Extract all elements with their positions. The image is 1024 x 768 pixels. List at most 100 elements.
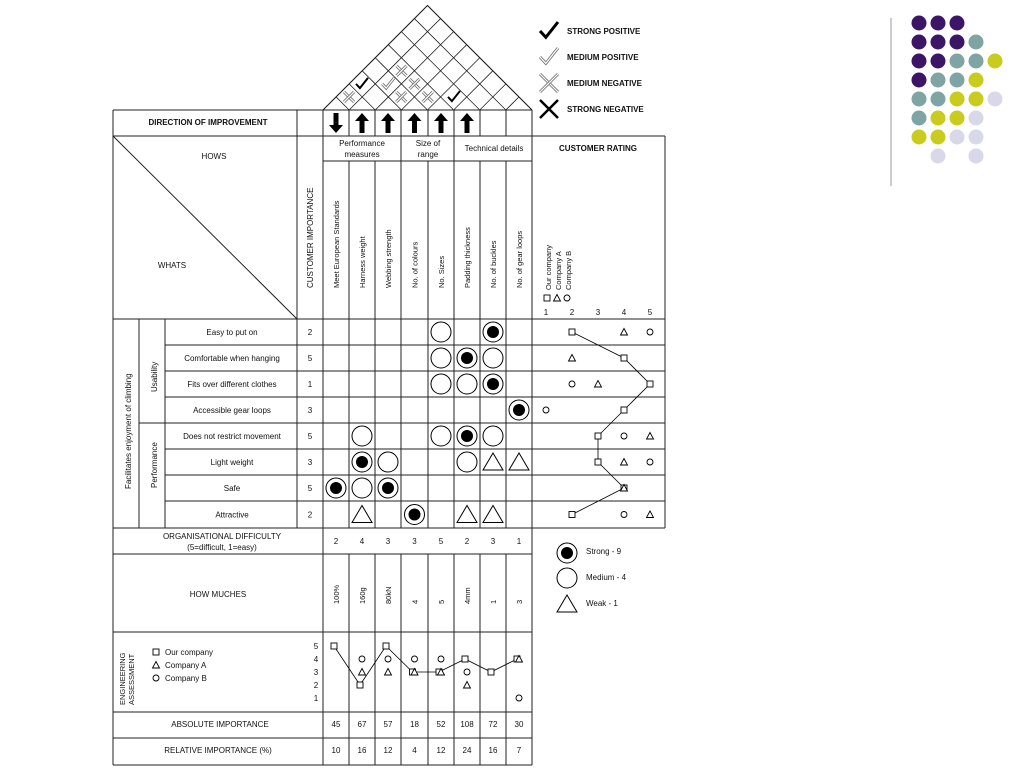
absolute-importance-value: 30 bbox=[515, 720, 524, 729]
company-b-rating-point bbox=[646, 458, 654, 466]
engineering-scale-number: 1 bbox=[314, 694, 319, 703]
medium-negative-label: MEDIUM NEGATIVE bbox=[567, 79, 643, 88]
engineering-scale-number: 3 bbox=[314, 668, 319, 677]
customer-importance-value: 5 bbox=[308, 432, 313, 441]
how-label: No. Sizes bbox=[437, 256, 446, 288]
engineering-legend-our-symbol bbox=[152, 648, 160, 656]
dot bbox=[949, 110, 965, 126]
arrow-up-icon bbox=[460, 113, 474, 133]
roof-medium-negative-icon bbox=[408, 77, 421, 90]
group-size-line1: Size of bbox=[416, 139, 441, 148]
strong-relationship-symbol-core bbox=[487, 326, 499, 338]
engineering-scale-number: 4 bbox=[314, 655, 319, 664]
dot bbox=[968, 148, 984, 164]
engineering-b-point bbox=[384, 655, 392, 663]
strong-negative-icon bbox=[539, 99, 559, 119]
how-label: Meet European Standards bbox=[332, 200, 341, 288]
dot bbox=[930, 15, 946, 31]
engineering-b-point bbox=[463, 668, 471, 676]
company-a-rating-point bbox=[593, 379, 603, 388]
subcategory-performance: Performance bbox=[150, 442, 159, 488]
how-much-value: 3 bbox=[515, 600, 524, 604]
group-size-line2: range bbox=[418, 150, 439, 159]
medium-positive-icon bbox=[538, 47, 560, 66]
arrow-up-icon bbox=[381, 113, 395, 133]
strong-relationship-symbol-core bbox=[382, 482, 394, 494]
org-difficulty-value: 3 bbox=[412, 537, 417, 546]
rating-legend-our: Our company bbox=[544, 245, 553, 290]
engineering-our-point bbox=[461, 655, 469, 663]
dot bbox=[930, 129, 946, 145]
org-difficulty-value: 4 bbox=[360, 537, 365, 546]
medium-positive-stroke bbox=[538, 47, 560, 66]
how-much-value: 5 bbox=[437, 600, 446, 604]
rating-legend-a-symbol bbox=[552, 293, 562, 302]
rating-legend-b-symbol bbox=[563, 294, 571, 302]
engineering-a-point bbox=[357, 667, 367, 676]
rating-scale-number: 3 bbox=[596, 308, 601, 317]
rating-scale-number: 2 bbox=[570, 308, 575, 317]
medium-symbol bbox=[556, 567, 578, 589]
dot bbox=[911, 110, 927, 126]
roof-lattice bbox=[453, 70, 494, 111]
absolute-importance-value: 45 bbox=[332, 720, 341, 729]
how-muches-label: HOW MUCHES bbox=[190, 590, 246, 599]
roof-medium-negative-icon bbox=[342, 90, 356, 103]
company-a-rating-point bbox=[645, 510, 655, 518]
rating-scale-number: 5 bbox=[648, 308, 653, 317]
matrix-grid bbox=[112, 109, 666, 766]
roof-lattice bbox=[505, 96, 520, 111]
company-a-rating-point bbox=[567, 353, 577, 362]
org-difficulty-value: 5 bbox=[439, 537, 444, 546]
engineering-b-point bbox=[411, 655, 418, 663]
company-b-rating-point bbox=[620, 511, 628, 518]
engineering-b-point bbox=[515, 694, 523, 702]
relationship-legend: Strong - 9 Medium - 4 Weak - 1 bbox=[556, 542, 627, 613]
engineering-b-point bbox=[437, 655, 445, 663]
how-label: No. of colours bbox=[411, 241, 420, 288]
dot bbox=[968, 34, 984, 50]
engineering-scale-number: 2 bbox=[314, 681, 319, 690]
engineering-legend-a-symbol bbox=[151, 660, 161, 669]
group-technical-label: Technical details bbox=[465, 144, 524, 153]
strong-positive-icon bbox=[538, 21, 560, 40]
medium-relationship-symbol bbox=[456, 373, 478, 395]
org-difficulty-value: 3 bbox=[386, 537, 391, 546]
weak-relationship-symbol bbox=[482, 504, 504, 523]
medium-relationship-symbol bbox=[430, 347, 452, 369]
engineering-our-line bbox=[333, 645, 518, 686]
how-label: No. of buckles bbox=[489, 240, 498, 288]
strong-relationship-symbol-core bbox=[461, 430, 473, 442]
how-label: Harness weight bbox=[358, 235, 367, 288]
company-a-rating-point bbox=[619, 483, 629, 492]
dot bbox=[930, 72, 946, 88]
what-label: Accessible gear loops bbox=[193, 406, 271, 415]
roof-lattice bbox=[427, 5, 533, 111]
relative-importance-value: 7 bbox=[517, 746, 522, 755]
dot bbox=[911, 15, 927, 31]
relative-importance-value: 16 bbox=[358, 746, 367, 755]
our-company-rating-line bbox=[571, 331, 651, 515]
medium-relationship-symbol bbox=[351, 425, 373, 447]
org-difficulty-label-2: (5=difficult, 1=easy) bbox=[187, 543, 257, 552]
dot bbox=[930, 148, 946, 164]
company-a-rating-point bbox=[619, 327, 629, 336]
dot bbox=[987, 53, 1003, 69]
engineering-b-point bbox=[358, 655, 366, 663]
engineering-a-point bbox=[410, 667, 419, 676]
roof-lattice bbox=[401, 44, 467, 111]
weak-relationship-symbol bbox=[456, 504, 478, 523]
roof-strong-positive-icon bbox=[447, 90, 461, 103]
engineering-label-2: ASSESSMENT bbox=[127, 653, 136, 705]
our-company-rating-point bbox=[568, 328, 576, 336]
check-mark bbox=[538, 21, 560, 40]
roof-lattice bbox=[348, 18, 441, 111]
customer-importance-value: 3 bbox=[308, 458, 313, 467]
org-difficulty-value: 3 bbox=[491, 537, 496, 546]
medium-positive-core bbox=[381, 77, 395, 89]
engineering-scale-number: 5 bbox=[314, 642, 319, 651]
roof-lattice bbox=[414, 18, 507, 111]
relative-importance-value: 4 bbox=[412, 746, 417, 755]
customer-importance-value: 1 bbox=[308, 380, 313, 389]
our-company-rating-point bbox=[620, 354, 628, 362]
